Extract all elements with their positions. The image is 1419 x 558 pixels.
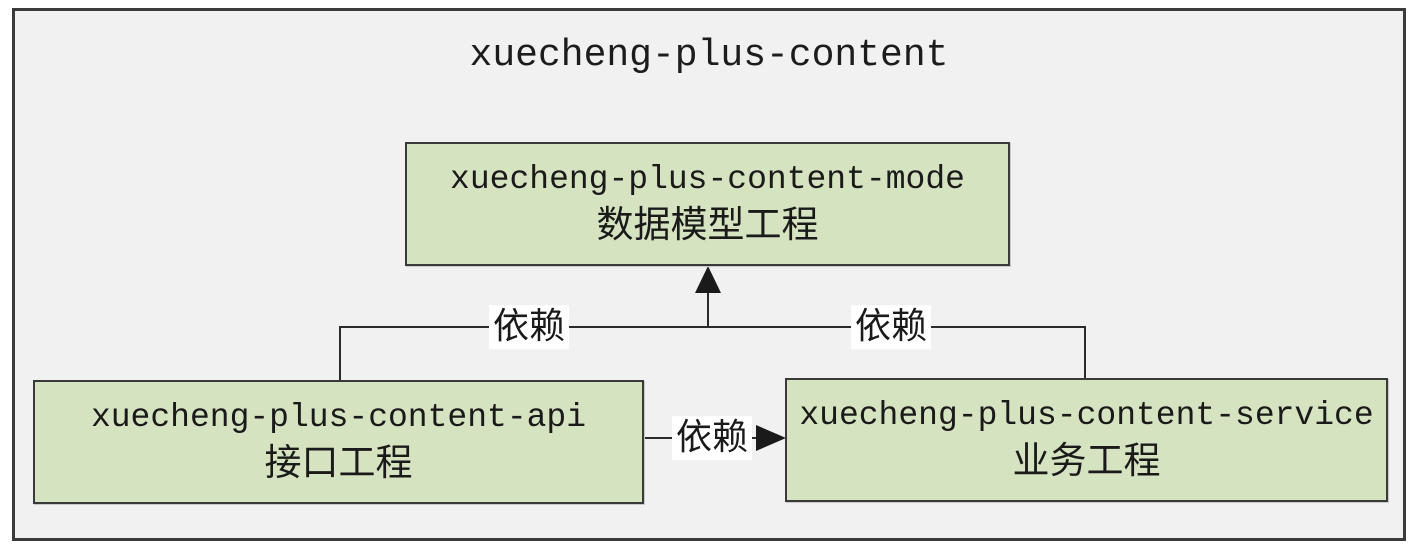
node-content-mode: xuecheng-plus-content-mode 数据模型工程 — [405, 142, 1010, 266]
node-content-mode-label: 数据模型工程 — [596, 205, 819, 247]
edge-label-api-mode: 依赖 — [488, 305, 570, 349]
edge-label-api-service: 依赖 — [671, 416, 753, 460]
node-content-mode-name: xuecheng-plus-content-mode — [450, 160, 965, 198]
node-content-service: xuecheng-plus-content-service 业务工程 — [785, 378, 1388, 502]
node-content-api-name: xuecheng-plus-content-api — [90, 398, 587, 436]
diagram-title: xuecheng-plus-content — [469, 34, 949, 77]
node-content-service-name: xuecheng-plus-content-service — [799, 396, 1374, 434]
node-content-api: xuecheng-plus-content-api 接口工程 — [33, 380, 644, 504]
node-content-api-label: 接口工程 — [264, 443, 413, 485]
edge-label-service-mode: 依赖 — [850, 305, 932, 349]
node-content-service-label: 业务工程 — [1012, 441, 1161, 483]
